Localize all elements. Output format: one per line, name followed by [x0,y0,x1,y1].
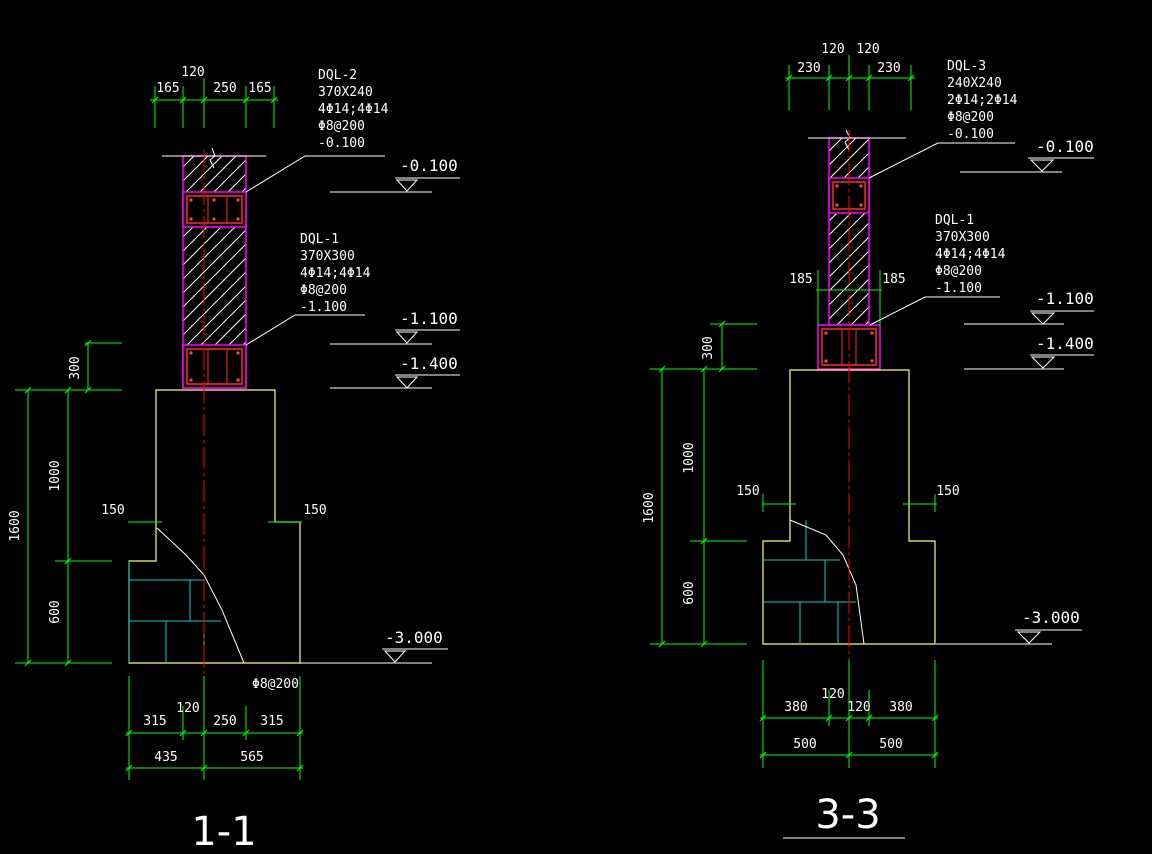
beam-bot-rebar: 4Φ14;4Φ14 [300,266,371,281]
beam-top-name: DQL-2 [318,68,357,83]
beam-bot-elev: -1.100 [300,300,347,315]
dim-1600: 1600 [642,492,657,523]
dim-top-a: 165 [156,81,179,96]
level-label: -1.400 [400,354,458,373]
step-dims [762,494,937,512]
beam-top-rebar: 2Φ14;2Φ14 [947,93,1018,108]
dim-bot-b: 120 [176,701,199,716]
footing-outline [128,389,301,664]
leader-beam-bot [245,314,365,346]
level-label: -1.100 [1036,289,1094,308]
dim-300: 300 [68,356,83,379]
section-1-1: 165 120 250 165 [8,65,460,854]
break-line [156,527,245,664]
section-title: 3-3 [815,792,880,838]
break-line [789,519,865,645]
dim-step-left: 150 [736,484,759,499]
level-label: -1.400 [1036,334,1094,353]
dim-top-b: 120 [181,65,204,80]
beam-bot-name: DQL-1 [935,213,974,228]
dim-600: 600 [682,581,697,604]
brick-courses [763,520,856,644]
footing-outline [762,369,936,645]
dim-top-b: 120 [856,42,879,57]
dim-300: 300 [701,336,716,359]
brick-courses [128,561,221,663]
dim-bot-f: 565 [240,750,263,765]
dim-step-right: 150 [936,484,959,499]
dim-bot-c: 250 [213,714,236,729]
dim-600: 600 [48,600,63,623]
dim-top-c: 230 [797,61,820,76]
beam-bot-size: 370X300 [935,230,990,245]
level-label: -1.100 [400,309,458,328]
leader-beam-top [245,155,385,193]
beam-bot-size: 370X300 [300,249,355,264]
level-label: -0.100 [400,156,458,175]
dim-bot-f: 500 [879,737,902,752]
beam-bot-stirrup: Φ8@200 [935,264,982,279]
beam-top-elev: -0.100 [947,127,994,142]
beam-dql-2 [182,191,247,228]
dim-top-a: 120 [821,42,844,57]
beam-bot-rebar: 4Φ14;4Φ14 [935,247,1006,262]
beam-top-name: DQL-3 [947,59,986,74]
dim-1000: 1000 [48,460,63,491]
dim-bot-b: 120 [821,687,844,702]
dim-top-d: 165 [248,81,271,96]
dim-bot-d: 380 [889,700,912,715]
beam-top-stirrup: Φ8@200 [947,110,994,125]
level-markers [300,177,460,664]
left-dimension-chain [15,339,122,667]
level-label: -3.000 [1022,608,1080,627]
section-3-3: 120 120 230 230 [642,42,1094,839]
dim-step-left: 150 [101,503,124,518]
beam-bot-name: DQL-1 [300,232,339,247]
dim-bot-a: 315 [143,714,166,729]
left-dimension-chain [650,320,757,648]
dim-1600: 1600 [8,510,23,541]
dim-bot-e: 435 [154,750,177,765]
dim-1000: 1000 [682,442,697,473]
leader-beam-top [868,142,1015,179]
dim-top-c: 250 [213,81,236,96]
top-dimension-chain [150,78,278,128]
dim-side-right: 185 [882,272,905,287]
dim-bot-a: 380 [784,700,807,715]
top-dimension-chain [785,55,915,110]
dim-bot-e: 500 [793,737,816,752]
level-label: -3.000 [385,628,443,647]
beam-dql-1 [182,344,247,389]
bottom-dimension-chain [125,676,304,780]
level-markers [936,157,1094,645]
level-label: -0.100 [1036,137,1094,156]
dim-bot-c: 120 [847,700,870,715]
brick-wall [808,129,906,326]
beam-top-rebar: 4Φ14;4Φ14 [318,102,389,117]
dim-bot-d: 315 [260,714,283,729]
beam-bot-stirrup: Φ8@200 [300,283,347,298]
wall-side-dims [816,270,882,325]
rebar-note: Φ8@200 [252,677,299,692]
beam-bot-elev: -1.100 [935,281,982,296]
bottom-dimension-chain [759,660,939,768]
dim-top-d: 230 [877,61,900,76]
beam-top-size: 370X240 [318,85,373,100]
dim-step-right: 150 [303,503,326,518]
beam-top-stirrup: Φ8@200 [318,119,365,134]
leader-beam-bot [869,296,1000,326]
dim-side-left: 185 [789,272,812,287]
beam-top-size: 240X240 [947,76,1002,91]
section-title: 1-1 [191,809,256,854]
beam-top-elev: -0.100 [318,136,365,151]
